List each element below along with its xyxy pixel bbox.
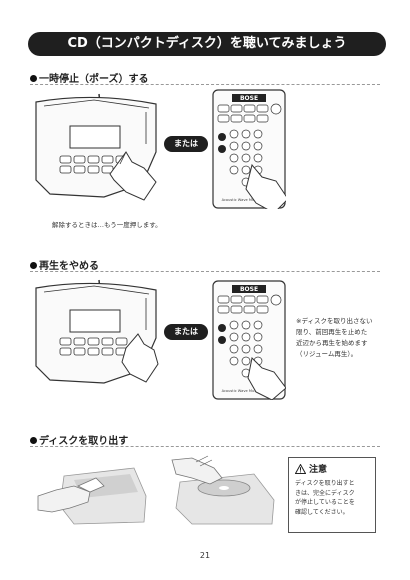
section-heading-pause: 一時停止（ポーズ）する bbox=[30, 70, 149, 85]
music-system-unit-illustration bbox=[35, 93, 157, 201]
warning-triangle-icon bbox=[295, 463, 306, 474]
remote-model-label: Acoustic Wave Music system II bbox=[222, 389, 277, 393]
bullet-dot-icon bbox=[30, 437, 37, 444]
or-badge: または bbox=[164, 324, 208, 340]
remote-control-illustration: BOSE Acoustic Wave Music system II bbox=[212, 280, 286, 400]
caution-box: 注意 ディスクを取り出すと きは、完全にディスク が停止していることを 確認して… bbox=[288, 457, 376, 533]
disc-removal-photo-2 bbox=[162, 454, 278, 526]
or-badge: または bbox=[164, 136, 208, 152]
pause-release-note: 解除するときは…もう一度押します。 bbox=[52, 221, 162, 229]
caution-title: 注意 bbox=[295, 462, 369, 475]
section-divider bbox=[30, 84, 380, 85]
resume-play-note: ※ディスクを取り出さない 限り、前回再生を止めた 近辺から再生を始めます （リジ… bbox=[296, 317, 373, 358]
disc-removal-photo-1 bbox=[34, 456, 149, 526]
page-title: CD（コンパクトディスク）を聴いてみましょう bbox=[28, 32, 386, 56]
section-divider bbox=[30, 271, 380, 272]
section-divider bbox=[30, 446, 380, 447]
remote-model-label: Acoustic Wave Music system II bbox=[222, 198, 277, 202]
remote-brand: BOSE bbox=[240, 95, 258, 102]
section-heading-stop: 再生をやめる bbox=[30, 257, 99, 272]
music-system-unit-illustration bbox=[35, 279, 159, 384]
remote-brand: BOSE bbox=[240, 286, 258, 293]
page-number: 21 bbox=[199, 551, 211, 560]
bullet-dot-icon bbox=[30, 75, 37, 82]
section-heading-eject: ディスクを取り出す bbox=[30, 432, 128, 447]
bullet-dot-icon bbox=[30, 262, 37, 269]
caution-body: ディスクを取り出すと きは、完全にディスク が停止していることを 確認してくださ… bbox=[295, 480, 355, 516]
remote-control-illustration: BOSE Acoustic Wave Music system II bbox=[212, 89, 286, 209]
